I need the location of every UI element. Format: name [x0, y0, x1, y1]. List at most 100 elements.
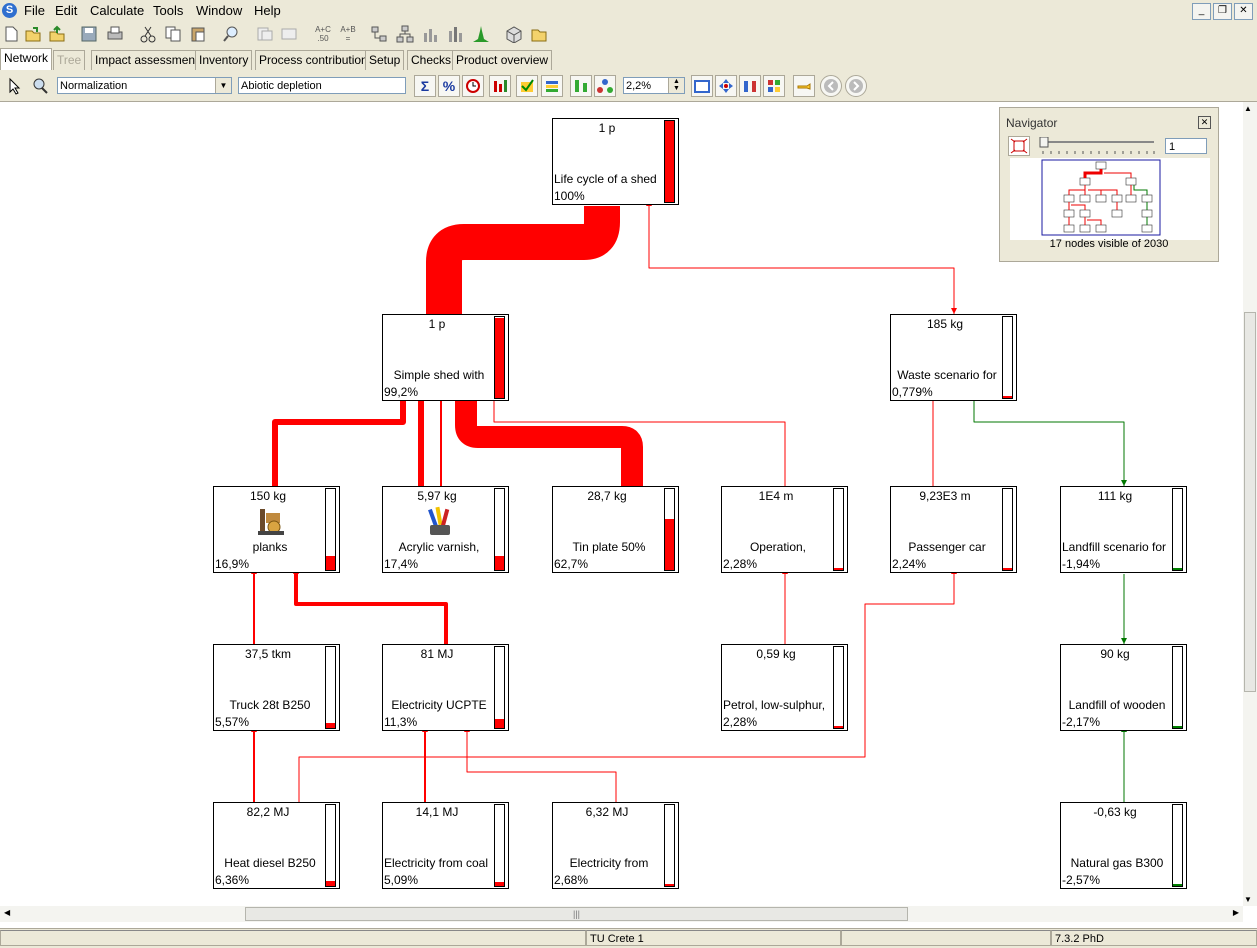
- network-canvas[interactable]: 1 p Life cycle of a shed 100% 1 p Simple…: [0, 102, 1243, 906]
- open-project-icon[interactable]: [48, 25, 66, 43]
- stacked-chart-icon[interactable]: [447, 25, 465, 43]
- menu-edit[interactable]: Edit: [55, 3, 78, 18]
- window-view-button[interactable]: [691, 75, 713, 97]
- layers-button[interactable]: [541, 75, 563, 97]
- sum-button[interactable]: Σ: [414, 75, 436, 97]
- compare-bars-button[interactable]: [570, 75, 592, 97]
- contribution-fill: [665, 121, 674, 202]
- node-acrylic[interactable]: 5,97 kg Acrylic varnish, 17,4%: [382, 486, 509, 573]
- columns-button[interactable]: [739, 75, 761, 97]
- node-name: Electricity UCPTE: [391, 698, 487, 712]
- scroll-up-icon[interactable]: ▲: [1244, 104, 1252, 113]
- new-icon[interactable]: [2, 25, 20, 43]
- pointer-icon[interactable]: [6, 77, 24, 95]
- a-plus-b-icon[interactable]: A+B=: [340, 25, 356, 43]
- contribution-fill: [1173, 726, 1182, 728]
- fit-view-button[interactable]: [1008, 136, 1030, 156]
- node-percent: 100%: [554, 189, 585, 203]
- hand-button[interactable]: [793, 75, 815, 97]
- node-passenger-car[interactable]: 9,23E3 m Passenger car 2,24%: [890, 486, 1017, 573]
- center-button[interactable]: [715, 75, 737, 97]
- tab-checks[interactable]: Checks: [407, 50, 456, 70]
- restore-icon[interactable]: ❐: [1213, 3, 1232, 20]
- navigator-preview[interactable]: [1010, 158, 1210, 240]
- contribution-bar: [664, 804, 675, 887]
- scroll-left-icon[interactable]: ◀: [4, 908, 11, 917]
- node-simple-shed[interactable]: 1 p Simple shed with 99,2%: [382, 314, 509, 401]
- menu-help[interactable]: Help: [254, 3, 281, 18]
- tab-product-overview[interactable]: Product overview: [452, 50, 553, 70]
- horizontal-scroll-thumb[interactable]: |||: [245, 907, 908, 921]
- clock-button[interactable]: [462, 75, 484, 97]
- vertical-scroll-thumb[interactable]: [1244, 312, 1256, 692]
- clock-icon: [466, 79, 480, 93]
- scroll-down-icon[interactable]: ▼: [1244, 895, 1252, 904]
- zoom-icon[interactable]: [31, 77, 49, 95]
- menu-calculate[interactable]: Calculate: [90, 3, 145, 18]
- node-planks[interactable]: 150 kg planks 16,9%: [213, 486, 340, 573]
- node-name: Passenger car: [908, 540, 986, 554]
- node-landfill-scenario[interactable]: 111 kg Landfill scenario for -1,94%: [1060, 486, 1187, 573]
- node-landfill-wooden[interactable]: 90 kg Landfill of wooden -2,17%: [1060, 644, 1187, 731]
- copy-icon[interactable]: [164, 25, 182, 43]
- category-field[interactable]: Abiotic depletion: [238, 77, 406, 94]
- zoom-input[interactable]: 1: [1165, 138, 1207, 154]
- back-button[interactable]: [820, 75, 842, 97]
- menu-tools[interactable]: Tools: [153, 3, 184, 18]
- menu-window[interactable]: Window: [196, 3, 243, 18]
- tab-process-contribution[interactable]: Process contribution: [255, 50, 372, 70]
- tab-setup[interactable]: Setup: [365, 50, 405, 70]
- node-natural-gas[interactable]: -0,63 kg Natural gas B300 -2,57%: [1060, 802, 1187, 889]
- contribution-fill: [665, 883, 674, 886]
- grid-button[interactable]: [763, 75, 785, 97]
- node-percent: 11,3%: [384, 715, 418, 729]
- cut-icon[interactable]: [139, 25, 157, 43]
- vertical-scrollbar[interactable]: ▲ ▼: [1243, 102, 1257, 906]
- zoom-slider[interactable]: [1038, 137, 1158, 155]
- contribution-bar: [325, 646, 336, 729]
- a-plus-c-icon[interactable]: A+C.50: [315, 25, 331, 43]
- tab-network[interactable]: Network: [0, 48, 53, 70]
- close-icon[interactable]: ✕: [1234, 3, 1253, 20]
- scroll-right-icon[interactable]: ▶: [1232, 908, 1239, 917]
- folder-icon[interactable]: [530, 25, 548, 43]
- open-icon[interactable]: [24, 25, 42, 43]
- tree-icon[interactable]: [396, 25, 414, 43]
- horizontal-scrollbar[interactable]: ◀ ||| ▶: [0, 906, 1243, 922]
- node-tin-plate[interactable]: 28,7 kg Tin plate 50% 62,7%: [552, 486, 679, 573]
- node-heat-diesel[interactable]: 82,2 MJ Heat diesel B250 6,36%: [213, 802, 340, 889]
- paste-icon[interactable]: [189, 25, 207, 43]
- cutoff-spinner[interactable]: 2,2% ▲▼: [623, 77, 685, 94]
- check-button[interactable]: [516, 75, 538, 97]
- node-operation[interactable]: 1E4 m Operation, 2,28%: [721, 486, 848, 573]
- flow-button[interactable]: [489, 75, 511, 97]
- print-icon[interactable]: [106, 25, 124, 43]
- forward-button[interactable]: [845, 75, 867, 97]
- mode-select[interactable]: Normalization ▼: [57, 77, 232, 94]
- menu-file[interactable]: File: [24, 3, 45, 18]
- node-truck[interactable]: 37,5 tkm Truck 28t B250 5,57%: [213, 644, 340, 731]
- save-icon[interactable]: [80, 25, 98, 43]
- package-icon[interactable]: [505, 25, 523, 43]
- node-electricity-ucpte[interactable]: 81 MJ Electricity UCPTE 11,3%: [382, 644, 509, 731]
- node-life-cycle[interactable]: 1 p Life cycle of a shed 100%: [552, 118, 679, 205]
- find-icon[interactable]: [222, 25, 240, 43]
- distribution-icon[interactable]: [472, 25, 490, 43]
- close-icon[interactable]: ✕: [1198, 116, 1211, 129]
- node-electricity-from[interactable]: 6,32 MJ Electricity from 2,68%: [552, 802, 679, 889]
- tab-impact-assessment[interactable]: Impact assessment: [91, 50, 203, 70]
- node-waste-scenario[interactable]: 185 kg Waste scenario for 0,779%: [890, 314, 1017, 401]
- node-electricity-coal[interactable]: 14,1 MJ Electricity from coal 5,09%: [382, 802, 509, 889]
- bar-chart-icon[interactable]: [422, 25, 440, 43]
- percent-button[interactable]: %: [438, 75, 460, 97]
- spinner-arrows-icon[interactable]: ▲▼: [668, 78, 684, 93]
- chevron-down-icon[interactable]: ▼: [215, 78, 231, 93]
- node-percent: 2,68%: [554, 873, 589, 887]
- node-amount: 90 kg: [1100, 647, 1130, 661]
- minimize-icon[interactable]: _: [1192, 3, 1211, 20]
- node-petrol[interactable]: 0,59 kg Petrol, low-sulphur, 2,28%: [721, 644, 848, 731]
- network-icon[interactable]: [370, 25, 388, 43]
- hierarchy-button[interactable]: [594, 75, 616, 97]
- app-logo-icon[interactable]: S: [2, 3, 17, 18]
- tab-inventory[interactable]: Inventory: [195, 50, 253, 70]
